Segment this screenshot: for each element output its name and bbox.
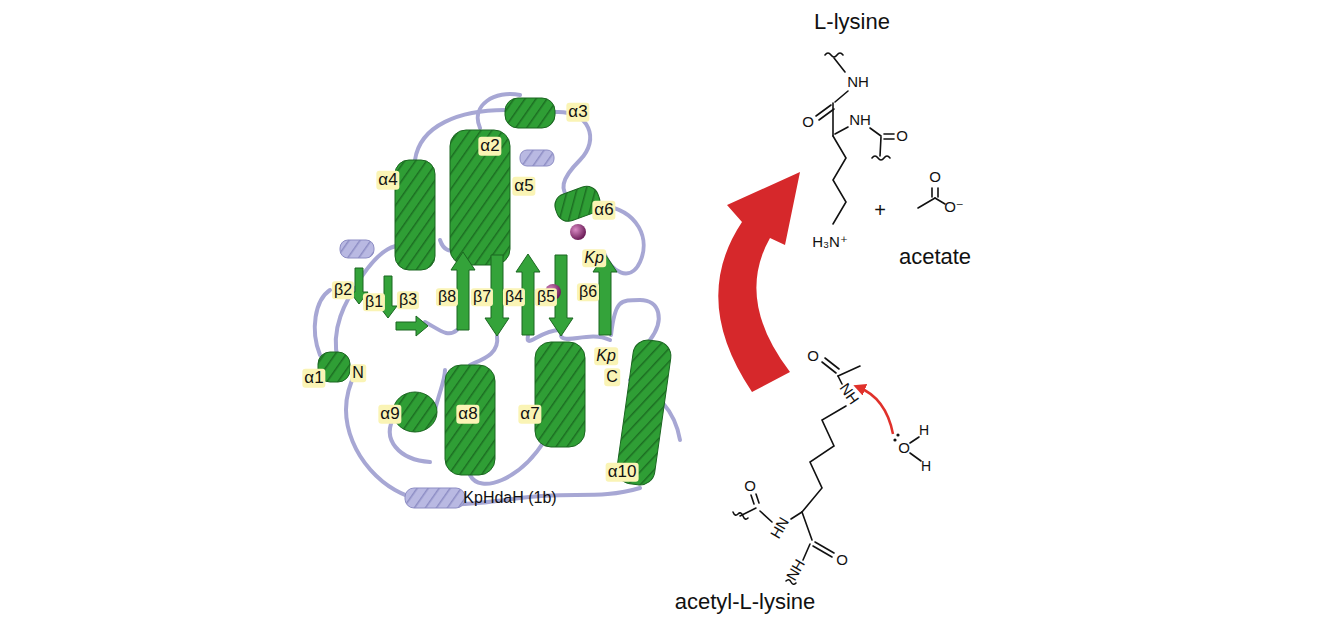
atom-label: NH: [849, 112, 871, 129]
acetate-circle: OO⁻acetate: [902, 165, 968, 231]
atom-label: HN: [767, 514, 792, 541]
node-label: KpHdaH (1b): [463, 489, 556, 507]
lone-pair: [896, 433, 899, 436]
structure-label: α5: [512, 177, 535, 196]
node-label: O: [929, 169, 941, 186]
structure-label: α7: [518, 405, 541, 424]
node-label: NH: [836, 380, 862, 407]
structure-label: α8: [456, 405, 479, 424]
structure-label: α3: [566, 103, 589, 122]
atom-label: H: [921, 459, 931, 474]
atom-label: O: [896, 128, 908, 145]
structure-label: α9: [378, 405, 401, 424]
structure-label: β8: [436, 288, 458, 306]
node-label: acetyl-L-lysine: [675, 590, 816, 614]
structure-label: β3: [397, 291, 419, 309]
strand: [350, 252, 617, 336]
node-fill: [902, 165, 968, 231]
node-fill: [793, 338, 867, 412]
structure-label: Kp: [582, 249, 606, 267]
node-shape: [640, 0, 1025, 636]
structure-label: β4: [503, 288, 525, 306]
acetyl-circle: O NH: [793, 338, 867, 412]
metal-ion: [570, 224, 586, 240]
atom-label: H: [919, 423, 929, 438]
structure-label: α4: [376, 171, 399, 190]
lone-pair: [893, 438, 896, 441]
structure-label: α6: [592, 201, 615, 220]
structure-circle: KpHdaH (1b): [300, 100, 730, 530]
bond: [733, 53, 945, 584]
reaction-panel: L-lysineacetyl-L-lysineOO⁻acetateONH: [640, 0, 1025, 636]
atom-label: O: [802, 114, 814, 131]
node-label: O⁻: [944, 199, 964, 216]
reaction-arrow: [718, 172, 800, 392]
atom-label: O: [898, 440, 910, 457]
structure-label: β6: [577, 283, 599, 301]
structure-label: α10: [606, 463, 639, 482]
helix: [520, 150, 554, 166]
atom-label: NH: [847, 74, 869, 91]
structure-label: Kp: [594, 347, 618, 365]
structure-label: N: [350, 364, 366, 382]
loop: [315, 94, 680, 504]
node-label: O: [807, 348, 819, 365]
structure-label: β7: [471, 288, 493, 306]
atom-label: H₃N⁺: [812, 234, 848, 251]
structure-label: α1: [302, 369, 325, 388]
node-shape: [300, 100, 730, 530]
node-label: L-lysine: [814, 10, 890, 34]
atom-label: +: [874, 199, 886, 221]
atom-label: O: [744, 478, 756, 495]
structure-label: α2: [478, 137, 501, 156]
helix: [405, 488, 465, 508]
helix: [340, 240, 374, 258]
node-fill: [300, 100, 730, 530]
structure-label: β1: [363, 293, 385, 311]
structure-label: β5: [535, 288, 557, 306]
structure-label: C: [604, 368, 620, 386]
structure-label: β2: [332, 281, 354, 299]
node-fill: [640, 0, 1025, 636]
atom-label: O: [836, 552, 848, 569]
attack-arrow: [858, 387, 893, 434]
node-label: acetate: [899, 245, 971, 269]
helix: [318, 98, 673, 487]
